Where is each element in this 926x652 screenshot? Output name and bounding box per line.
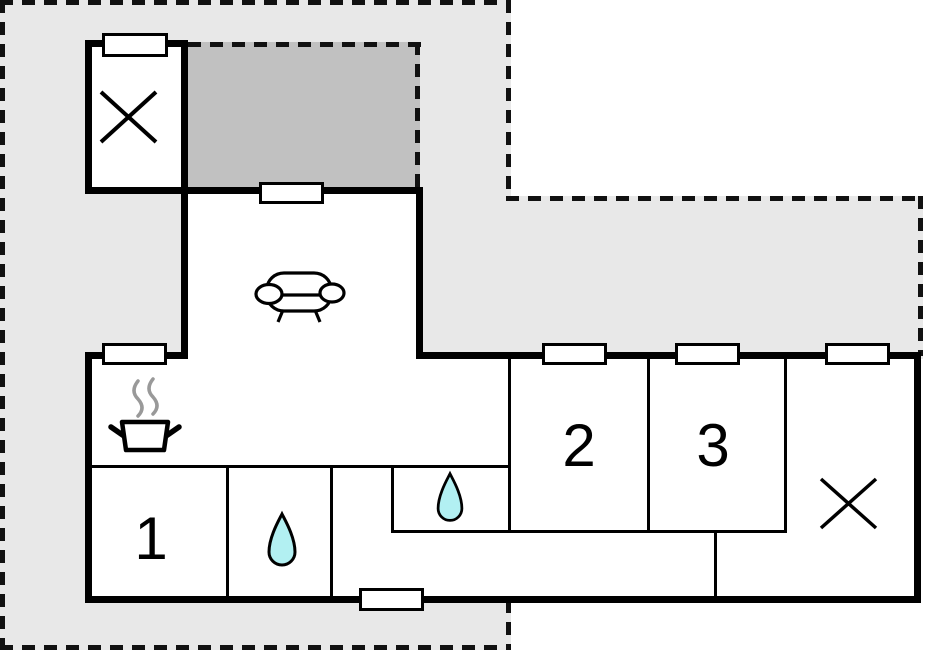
wall-bedroom-row-top	[92, 465, 510, 468]
plot-boundary-left	[0, 0, 5, 650]
plot-boundary-upper-right	[506, 0, 511, 200]
wall-annex-right	[181, 40, 188, 194]
window-bedroom-2	[542, 343, 607, 365]
bedroom-1-label: 1	[134, 505, 168, 572]
wall-bedroom-wing-top	[416, 352, 921, 359]
window-kitchen	[102, 343, 167, 365]
wall-terrace-bottom	[85, 187, 423, 194]
plot-boundary-right	[918, 196, 923, 356]
sofa-icon	[254, 271, 346, 323]
bedroom-3-label: 3	[696, 412, 730, 479]
main-wing-interior	[85, 352, 921, 603]
wall-bathroom1-hall	[330, 465, 333, 599]
window-annex	[102, 33, 168, 57]
covered-terrace	[188, 42, 420, 194]
water-drop-icon	[436, 470, 464, 522]
terrace-boundary-right	[415, 42, 420, 194]
wall-bedroom3-xroom	[784, 359, 787, 533]
outdoor-area-right	[506, 196, 923, 359]
wall-bathroom2-left	[391, 465, 394, 533]
wall-bedroom2-bedroom3	[647, 359, 650, 533]
wall-main-left	[85, 352, 92, 603]
plot-boundary-bottom	[0, 645, 511, 650]
door-entrance	[359, 588, 424, 611]
wall-living-right	[416, 187, 423, 359]
window-x-room	[825, 343, 890, 365]
wall-main-bottom	[85, 596, 921, 603]
water-drop-icon	[267, 510, 297, 567]
wall-annex-left	[85, 40, 92, 194]
plot-boundary-lower-right	[506, 600, 511, 650]
x-mark-icon	[819, 477, 878, 530]
cooking-pot-icon	[108, 377, 182, 453]
wall-living-left	[181, 187, 188, 359]
wall-hall-xroom	[714, 533, 717, 599]
annex-room-interior	[85, 40, 188, 194]
x-mark-icon	[99, 90, 158, 144]
wall-bedroom1-bathroom1	[226, 465, 229, 599]
plot-boundary-top	[0, 0, 511, 5]
terrace-boundary-top	[188, 42, 422, 47]
window-living-room	[259, 182, 324, 204]
bedroom-2-label: 2	[562, 412, 596, 479]
plot-boundary-step	[506, 196, 923, 201]
wall-main-right	[914, 352, 921, 603]
wall-kitchen-bedroom2	[508, 359, 511, 533]
wall-bedroom-row-bottom	[391, 530, 787, 533]
window-bedroom-3	[675, 343, 740, 365]
